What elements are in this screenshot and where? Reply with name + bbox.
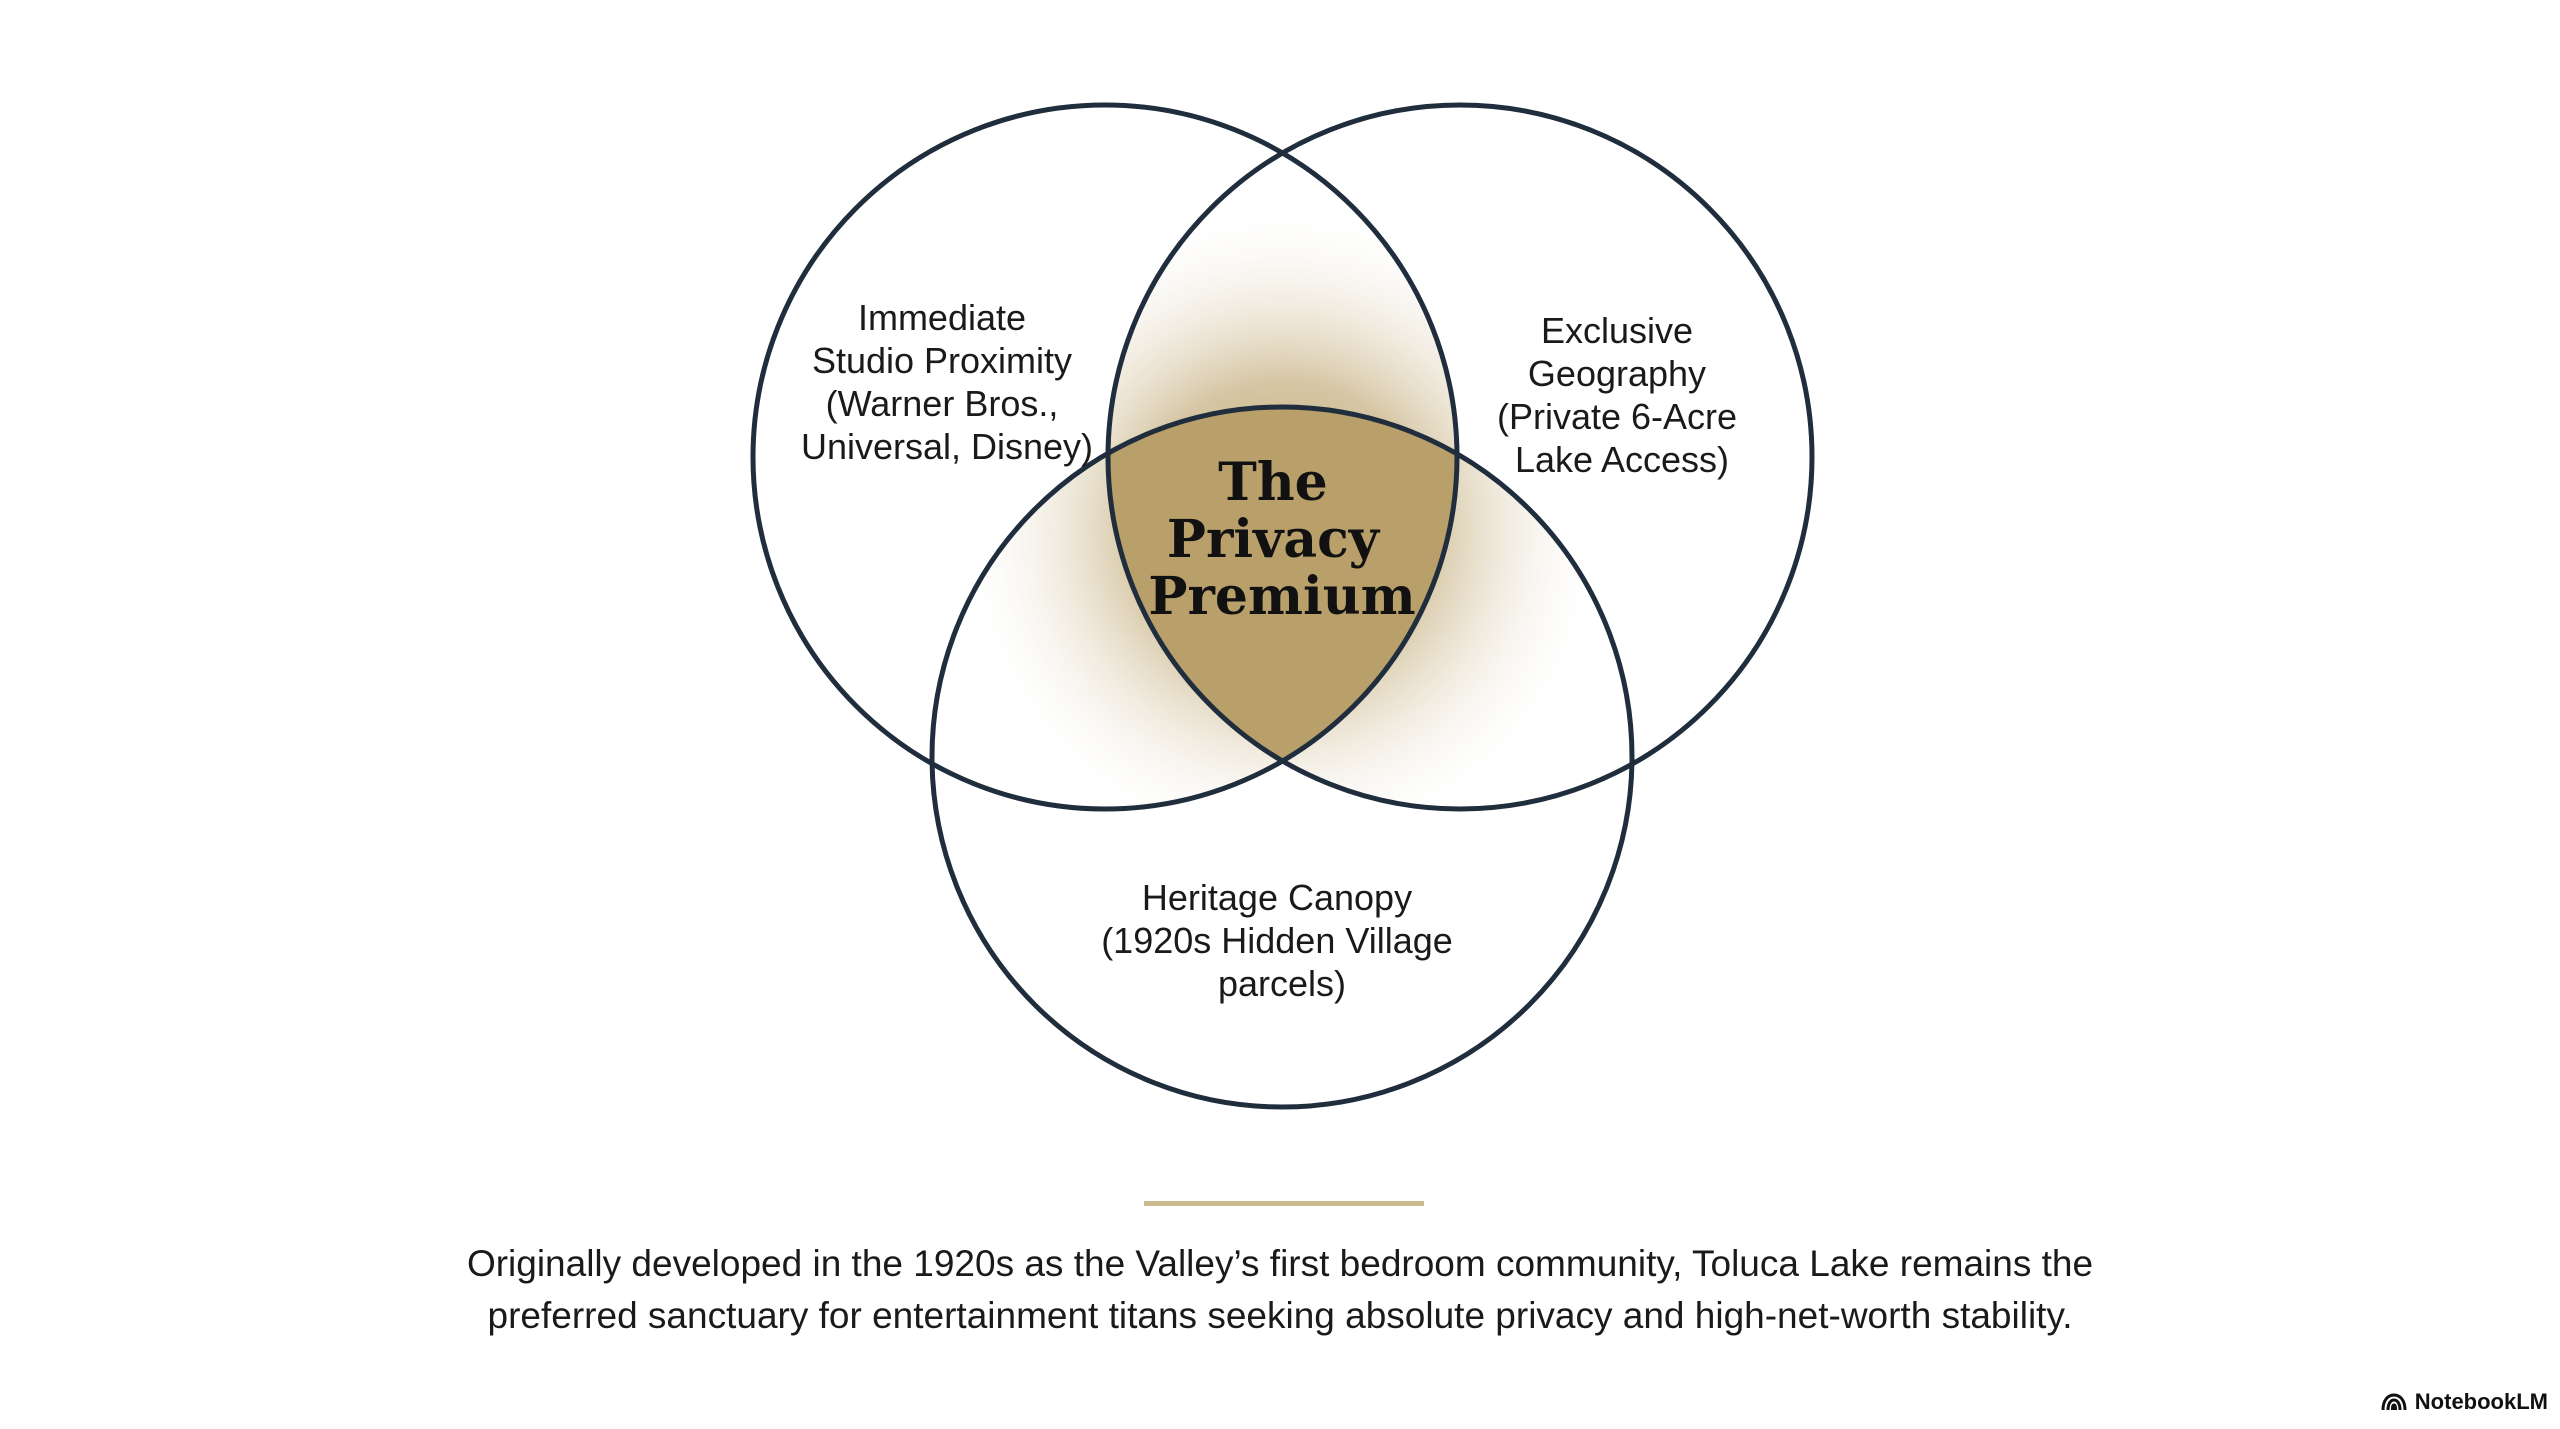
notebooklm-icon — [2381, 1393, 2407, 1411]
caption-text: Originally developed in the 1920s as the… — [380, 1238, 2180, 1342]
center-label-privacy-premium: The Privacy Premium — [1148, 452, 1415, 627]
label-studio-proximity: Immediate Studio Proximity (Warner Bros.… — [801, 297, 1093, 467]
brand-name: NotebookLM — [2414, 1389, 2548, 1414]
circle-exclusive-geography — [1105, 102, 1815, 812]
circle-studio-proximity — [750, 102, 1460, 812]
label-heritage-canopy: Heritage Canopy (1920s Hidden Village pa… — [1101, 877, 1463, 1004]
caption-line-1: Originally developed in the 1920s as the… — [466, 1243, 2094, 1284]
caption-line-2: preferred sanctuary for entertainment ti… — [487, 1295, 2073, 1336]
divider-rule — [1144, 1201, 1424, 1206]
label-exclusive-geography: Exclusive Geography (Private 6-Acre Lake… — [1497, 310, 1747, 480]
notebooklm-brand: NotebookLM — [2381, 1389, 2548, 1415]
circle-heritage-canopy — [929, 404, 1635, 1110]
